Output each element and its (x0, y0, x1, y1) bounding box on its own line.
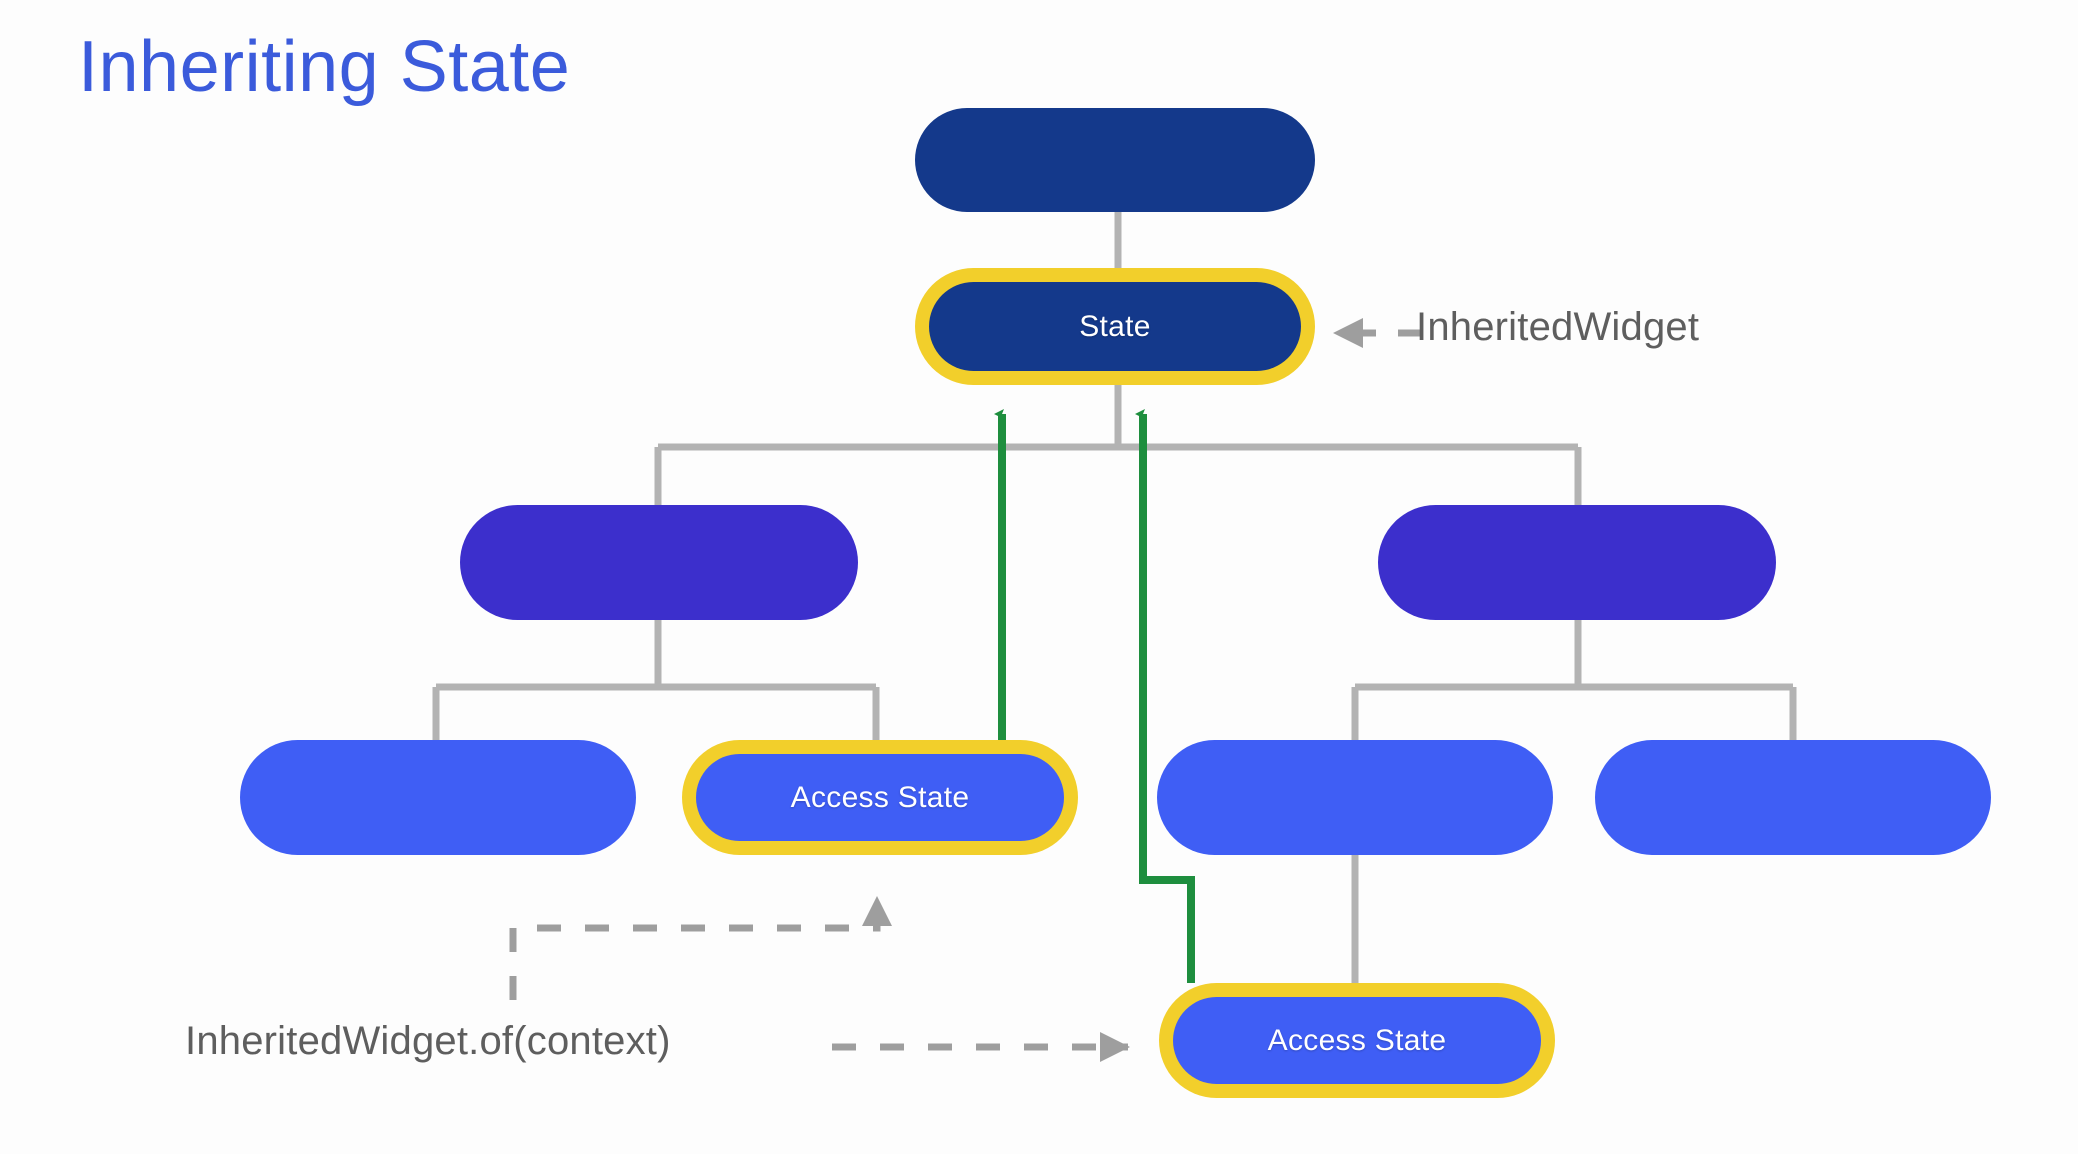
tree-node-leaf-4[interactable] (1595, 740, 1991, 855)
tree-node-leaf-3[interactable] (1157, 740, 1553, 855)
annotation-inherited-widget-of-context: InheritedWidget.of(context) (185, 1019, 671, 1063)
tree-node-mid-left[interactable] (460, 505, 858, 620)
tree-node-leaf-5-label: Access State (1267, 1023, 1447, 1057)
tree-node-leaf-2-access-state[interactable]: Access State (696, 754, 1064, 841)
annotation-inherited-widget: InheritedWidget (1416, 305, 1700, 349)
tree-node-leaf-1[interactable] (240, 740, 636, 855)
tree-node-root[interactable] (915, 108, 1315, 212)
tree-node-state[interactable]: State (929, 282, 1301, 371)
of-context-callout-line-up (509, 896, 892, 1000)
access-state-arrows (994, 409, 1195, 983)
tree-node-mid-right[interactable] (1378, 505, 1776, 620)
tree-node-leaf-5-access-state[interactable]: Access State (1173, 997, 1541, 1084)
tree-node-leaf-2-label: Access State (790, 780, 970, 814)
tree-node-state-label: State (1079, 309, 1151, 343)
page-title: Inheriting State (78, 27, 571, 107)
